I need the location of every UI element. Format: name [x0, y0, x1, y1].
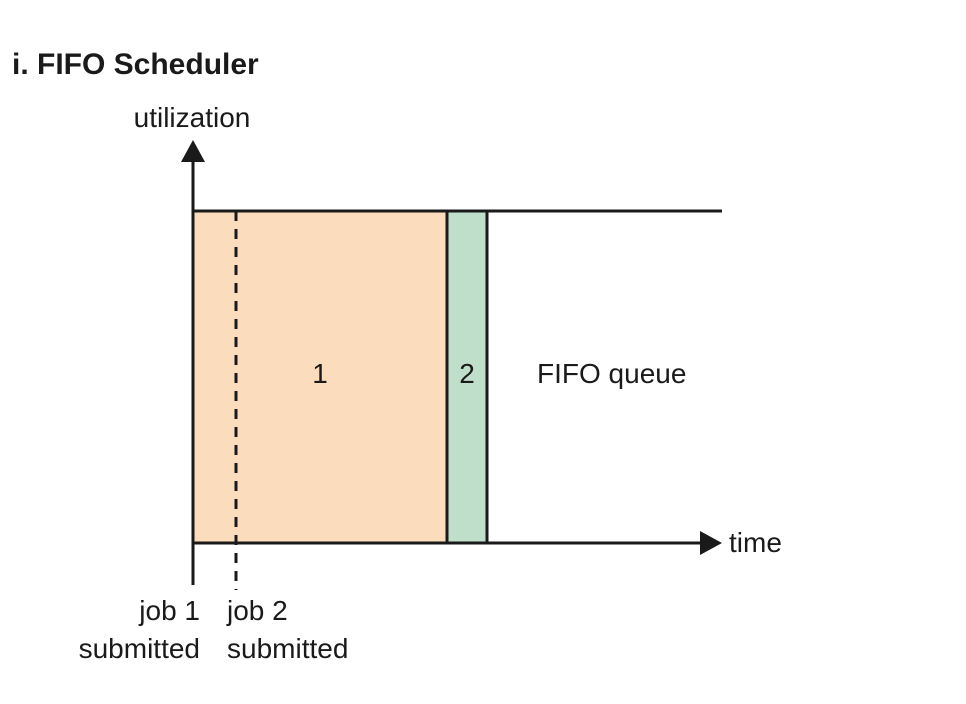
- y-axis-label: utilization: [134, 102, 251, 133]
- job-1-submitted-line2: submitted: [79, 633, 200, 664]
- fifo-queue-label: FIFO queue: [537, 358, 686, 389]
- job-2-block: [447, 211, 487, 543]
- job-2-submitted-line2: submitted: [227, 633, 348, 664]
- job-2-label: 2: [459, 358, 475, 389]
- x-axis-label: time: [729, 527, 782, 558]
- job-1-submitted-line1: job 1: [138, 595, 200, 626]
- y-axis-arrowhead: [181, 140, 205, 162]
- diagram-title: i. FIFO Scheduler: [12, 48, 259, 81]
- x-axis-arrowhead: [700, 531, 722, 555]
- job-2-submitted-line1: job 2: [226, 595, 288, 626]
- job-1-label: 1: [312, 358, 328, 389]
